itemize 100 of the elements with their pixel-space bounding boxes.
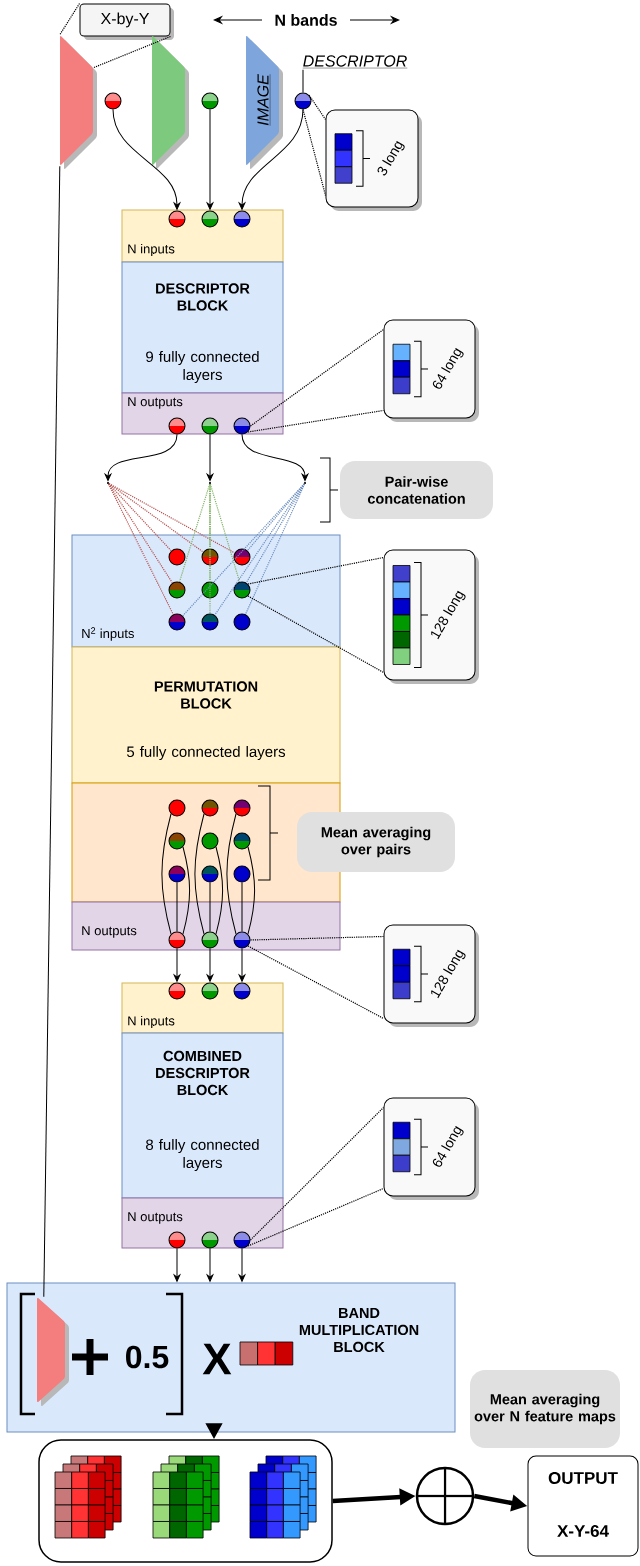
input-band: N inputs [121,982,284,1034]
vector-circle [201,92,219,110]
dotted-line [209,483,211,615]
arrow [206,434,214,482]
dotted-line [247,595,385,674]
dotted-line [249,328,385,427]
leader-line [302,69,304,93]
connector-line [194,813,205,935]
vector-circle [201,799,219,817]
dotted-line [247,556,385,585]
vector-circle [168,799,186,817]
annotation-pill: Mean averaging over pairs [297,812,455,872]
vector-circle [233,832,251,850]
vector-circle [201,548,219,566]
vector-circle [201,931,219,949]
dotted-line [59,2,81,36]
image-band [37,1297,69,1407]
connector-line [182,846,191,935]
vector-circle [294,92,312,110]
vector-circle [104,92,122,110]
vector-circle [233,865,251,883]
permutation-block: PERMUTATION BLOCK 5 fully connected layers [71,646,341,784]
input-band: N$^{2}$ inputs [71,534,341,648]
descriptor-label: DESCRIPTOR [302,55,408,69]
image-band [152,35,189,169]
arrow [238,109,304,210]
annotation-pill: Mean averaging over N feature maps [470,1370,620,1448]
factor-label: 0.5 [126,1345,169,1369]
vector-circle [168,931,186,949]
vector-circle [168,548,186,566]
arrow [112,109,181,210]
vector-circle [233,931,251,949]
vector-circle [233,1231,251,1249]
vector-circle [201,417,219,435]
vector-circle [201,613,219,631]
dotted-line [249,1106,385,1241]
arrow [206,109,214,210]
dotted-line [178,483,211,583]
vector-circle [233,548,251,566]
dotted-line [247,945,385,1020]
connector-line [176,882,178,932]
size-label-box: X-by-Y [79,3,174,40]
connector-line [215,846,224,935]
arrow [206,948,214,982]
vector-circle [168,613,186,631]
vector-circle [168,865,186,883]
dotted-line [308,94,327,121]
dotted-line [214,483,305,616]
multiply-sign: X [202,1343,232,1375]
dotted-line [108,483,204,553]
image-band: IMAGE [246,35,283,169]
annotation-pill: Pair-wise concatenation [340,461,493,519]
arrow [238,1248,246,1282]
leader-line [43,165,61,1298]
vector-circle [201,1231,219,1249]
dotted-line [209,483,241,583]
vector-circle [233,581,251,599]
vector-circle [168,832,186,850]
dimension-label: N bands [273,13,339,27]
connector-line [241,882,243,932]
image-band [60,35,97,169]
arrow [238,948,246,982]
vector-circle [233,210,251,228]
dotted-line [247,409,385,433]
vector-circle [201,210,219,228]
vector-circle [233,982,251,1000]
input-band: N inputs [121,209,284,263]
vector-circle [201,832,219,850]
output-band: N outputs [71,901,341,951]
arrow [206,1248,214,1282]
arrow [241,434,309,482]
arrow [104,434,178,482]
vector-circle [233,417,251,435]
output-band: N outputs [121,1197,284,1249]
output-box: OUTPUT X-Y-64 [527,1455,639,1557]
connector-line [209,882,211,932]
dotted-line [249,935,385,941]
vector-circle [201,865,219,883]
arrow [173,1248,181,1282]
vector-circle [233,613,251,631]
dotted-line [108,482,236,554]
arrow [173,948,181,982]
vector-circle [168,1231,186,1249]
vector-circle [168,417,186,435]
connector-line [161,813,172,935]
vector-circle [233,799,251,817]
descriptor-block: DESCRIPTOR BLOCK 9 fully connected layers [121,261,284,394]
vector-circle [201,581,219,599]
dotted-line [108,483,173,584]
vector-circle [201,982,219,1000]
connector-line [247,846,256,935]
vector-circle [168,210,186,228]
descriptor-block: COMBINED DESCRIPTOR BLOCK 8 fully connected layers [121,1032,284,1199]
vector-circle [168,982,186,1000]
dotted-line [247,1187,385,1247]
sum-symbol [415,1466,475,1526]
dotted-line [244,483,306,615]
connector-line [226,813,237,935]
dotted-line [107,483,174,615]
vector-circle [168,581,186,599]
